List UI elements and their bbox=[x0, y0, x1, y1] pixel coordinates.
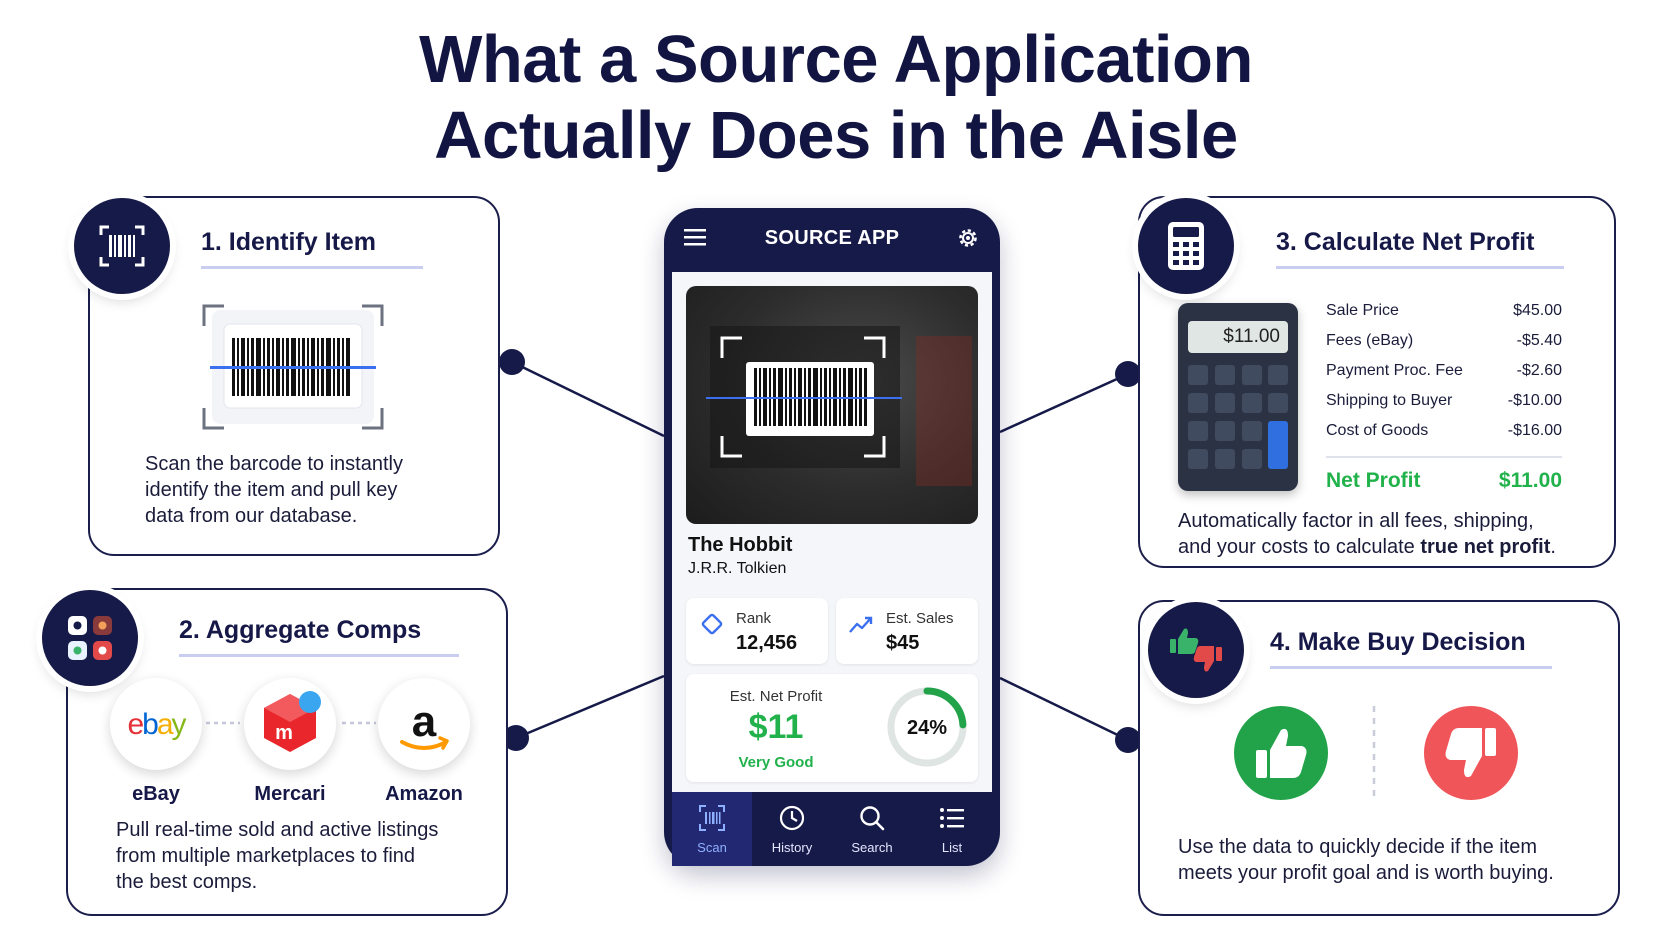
roi-arc bbox=[887, 687, 967, 767]
est-net-profit-value: $11 bbox=[748, 708, 804, 746]
trend-up-icon bbox=[849, 616, 873, 633]
svg-text:ebay: ebay bbox=[127, 708, 186, 741]
list-icon bbox=[940, 808, 964, 828]
calculator-illustration: $11.00 bbox=[1178, 303, 1298, 491]
title-underline bbox=[1270, 666, 1552, 669]
step-title-identify: 1. Identify Item bbox=[201, 228, 377, 256]
step-badge-identify bbox=[74, 198, 170, 294]
thumbs-up-down-icon bbox=[1170, 628, 1222, 672]
thumbs-up-button[interactable] bbox=[1234, 706, 1328, 800]
est-sales-card: Est. Sales $45 bbox=[836, 598, 978, 664]
step-badge-decision bbox=[1148, 602, 1244, 698]
roi-percent: 24% bbox=[907, 717, 947, 739]
barcode-icon bbox=[699, 805, 725, 831]
scan-frame bbox=[706, 326, 972, 486]
step-description-profit: Automatically factor in all fees, shippi… bbox=[1178, 510, 1556, 558]
net-profit-divider bbox=[1326, 456, 1562, 458]
profit-row: Fees (eBay)-$5.40 bbox=[1326, 332, 1562, 349]
app-screen: The Hobbit J.R.R. Tolkien Rank 12,456 Es… bbox=[672, 272, 992, 792]
marketplace-label-ebay: eBay bbox=[132, 783, 180, 805]
step-title-decision: 4. Make Buy Decision bbox=[1270, 628, 1526, 656]
svg-text:a: a bbox=[412, 697, 437, 746]
est-sales-label: Est. Sales bbox=[886, 610, 954, 627]
profit-rating: Very Good bbox=[738, 754, 814, 771]
phone-mockup: SOURCE APP The Hobbit J.R.R. Tolkien bbox=[664, 208, 1000, 866]
est-net-profit-label: Est. Net Profit bbox=[729, 688, 823, 705]
thumbs-up-icon bbox=[1256, 728, 1307, 778]
title-line-1: What a Source Application bbox=[419, 22, 1253, 97]
thumbs-down-icon bbox=[1445, 728, 1496, 778]
marketplace-connector-dots bbox=[206, 721, 376, 725]
est-sales-value: $45 bbox=[886, 632, 920, 654]
title-underline bbox=[179, 654, 459, 657]
svg-text:m: m bbox=[275, 722, 293, 744]
title-line-2: Actually Does in the Aisle bbox=[434, 98, 1238, 173]
roi-donut-chart: 24% bbox=[887, 687, 967, 767]
book-title: The Hobbit bbox=[688, 534, 793, 556]
search-icon bbox=[860, 806, 885, 831]
net-profit-card: Est. Net Profit $11 Very Good 24% bbox=[686, 674, 978, 782]
step-badge-comps bbox=[42, 590, 138, 686]
step-badge-profit bbox=[1138, 198, 1234, 294]
decision-divider bbox=[1372, 706, 1376, 800]
mercari-logo: m bbox=[244, 678, 336, 770]
step-description-identify: Scan the barcode to instantly identify t… bbox=[145, 453, 403, 527]
marketplace-label-amazon: Amazon bbox=[385, 783, 463, 805]
profit-row: Sale Price$45.00 bbox=[1326, 302, 1562, 319]
step-description-comps: Pull real-time sold and active listings … bbox=[116, 819, 439, 893]
rank-card: Rank 12,456 bbox=[686, 598, 828, 664]
calculator-display: $11.00 bbox=[1188, 321, 1288, 353]
gear-icon[interactable] bbox=[956, 226, 980, 250]
page-title: What a Source Application Actually Does … bbox=[0, 22, 1672, 174]
step-description-decision: Use the data to quickly decide if the it… bbox=[1178, 836, 1554, 884]
calculator-keys bbox=[1188, 365, 1288, 469]
rank-value: 12,456 bbox=[736, 632, 798, 654]
barcode-scan-illustration bbox=[202, 304, 384, 430]
ebay-logo: ebay bbox=[110, 678, 202, 770]
app-name: SOURCE APP bbox=[764, 227, 900, 249]
net-profit-label: Net Profit bbox=[1326, 469, 1421, 492]
profit-row: Payment Proc. Fee-$2.60 bbox=[1326, 362, 1562, 379]
step-title-comps: 2. Aggregate Comps bbox=[179, 616, 422, 644]
profit-row: Shipping to Buyer-$10.00 bbox=[1326, 392, 1562, 409]
profit-breakdown-table: Sale Price$45.00 Fees (eBay)-$5.40 Payme… bbox=[1326, 298, 1562, 448]
app-top-bar: SOURCE APP bbox=[664, 208, 1000, 268]
title-underline bbox=[201, 266, 423, 269]
thumbs-down-button[interactable] bbox=[1424, 706, 1518, 800]
tab-list[interactable]: List bbox=[912, 792, 992, 866]
profit-row: Cost of Goods-$16.00 bbox=[1326, 422, 1562, 439]
diamond-icon bbox=[701, 613, 723, 635]
title-underline bbox=[1276, 266, 1564, 269]
clock-icon bbox=[779, 805, 805, 831]
rank-label: Rank bbox=[736, 610, 772, 627]
amazon-logo: a bbox=[378, 678, 470, 770]
bottom-tab-bar: Scan History Search List bbox=[664, 792, 1000, 866]
camera-scan-view[interactable] bbox=[686, 286, 978, 524]
calculator-icon bbox=[1168, 222, 1204, 270]
net-profit-value: $11.00 bbox=[1498, 469, 1562, 492]
tab-history[interactable]: History bbox=[752, 792, 832, 866]
step-title-profit: 3. Calculate Net Profit bbox=[1276, 228, 1535, 256]
tab-search[interactable]: Search bbox=[832, 792, 912, 866]
tab-scan[interactable]: Scan bbox=[672, 792, 752, 866]
hamburger-menu-icon[interactable] bbox=[684, 228, 706, 246]
barcode-icon bbox=[99, 225, 145, 267]
marketplace-label-mercari: Mercari bbox=[254, 783, 326, 805]
book-author: J.R.R. Tolkien bbox=[688, 560, 787, 577]
app-grid-icon bbox=[68, 616, 112, 660]
